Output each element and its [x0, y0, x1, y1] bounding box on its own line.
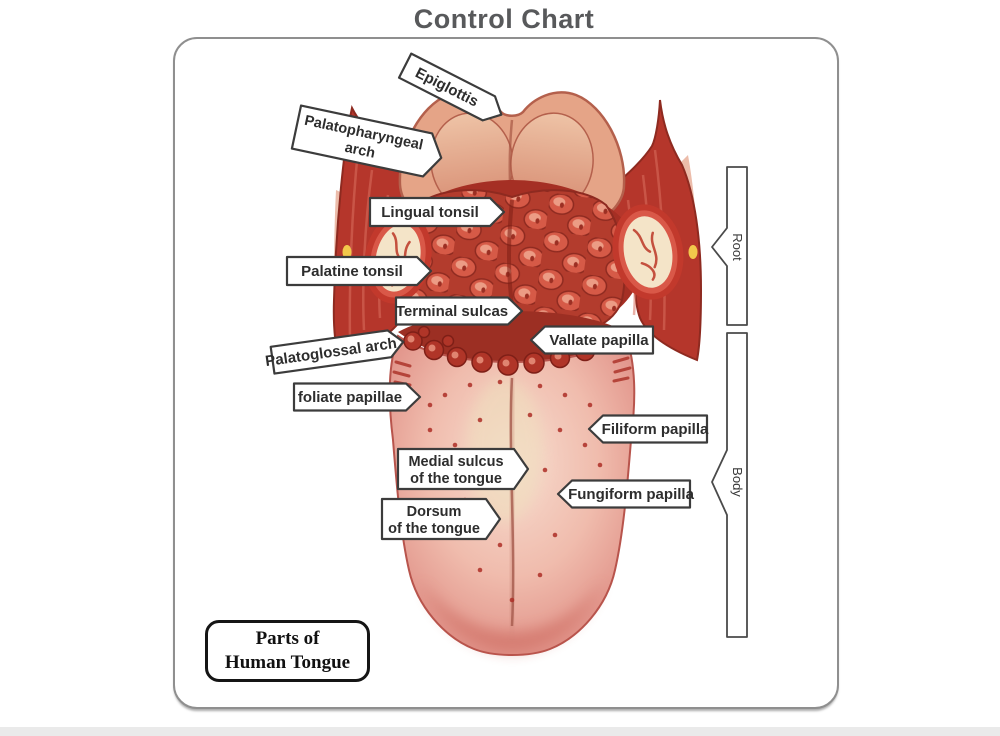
svg-text:foliate papillae: foliate papillae: [298, 389, 402, 406]
label-vallate-papilla: Vallate papilla: [529, 325, 655, 355]
bottom-strip: [0, 727, 1000, 736]
fungiform-dots: [427, 379, 603, 603]
svg-text:Filiform papilla: Filiform papilla: [602, 421, 709, 438]
gland-dot-right: [688, 245, 698, 259]
side-brackets: Root Body: [711, 166, 748, 638]
label-filiform-papilla: Filiform papilla: [587, 414, 709, 444]
page-title: Control Chart: [413, 4, 595, 34]
bracket-root-label: Root: [730, 233, 745, 261]
label-palatine-tonsil: Palatine tonsil: [285, 255, 433, 287]
svg-text:Dorsum: Dorsum: [407, 504, 462, 520]
tongue-art: [332, 91, 703, 656]
bracket-body-label: Body: [730, 467, 745, 497]
label-medial-sulcus: Medial sulcus of the tongue: [396, 447, 530, 491]
label-lingual-tonsil: Lingual tonsil: [368, 196, 506, 228]
bracket-body: Body: [711, 332, 748, 638]
label-foliate-papillae: foliate papillae: [292, 382, 422, 412]
svg-text:Lingual tonsil: Lingual tonsil: [381, 204, 479, 221]
caption-line2: Human Tongue: [224, 652, 351, 673]
svg-text:arch: arch: [343, 140, 376, 162]
svg-text:Palatine tonsil: Palatine tonsil: [301, 263, 403, 280]
caption-box: Parts of Human Tongue: [205, 620, 370, 682]
svg-text:Medial sulcus: Medial sulcus: [408, 454, 503, 470]
svg-text:Vallate papilla: Vallate papilla: [549, 332, 649, 349]
bracket-root: Root: [711, 166, 748, 326]
label-dorsum: Dorsum of the tongue: [380, 497, 502, 541]
svg-text:of the tongue: of the tongue: [388, 521, 480, 537]
svg-text:Terminal sulcas: Terminal sulcas: [396, 303, 508, 320]
svg-text:Fungiform papilla: Fungiform papilla: [568, 486, 694, 503]
gland-dot-left: [342, 245, 352, 259]
caption-line1: Parts of: [255, 628, 320, 650]
label-terminal-sulcas: Terminal sulcas: [394, 296, 524, 326]
label-fungiform-papilla: Fungiform papilla: [556, 479, 695, 509]
palatine-tonsil-right: [612, 204, 684, 300]
svg-text:of the tongue: of the tongue: [410, 471, 502, 487]
callout-labels: Epiglottis Palatopharyngeal arch Lingual…: [264, 52, 709, 541]
